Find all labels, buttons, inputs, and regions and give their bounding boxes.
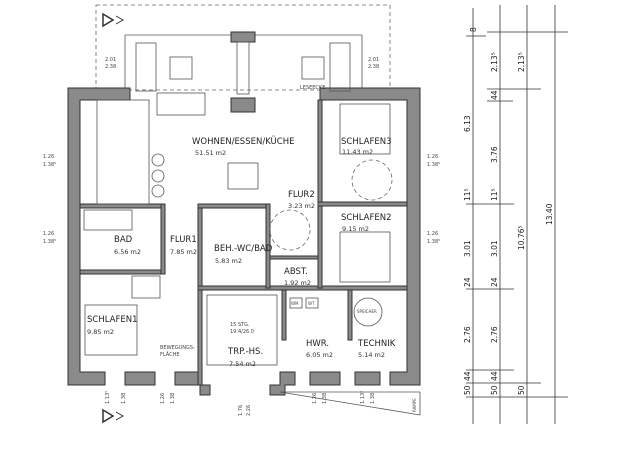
dim-label: 2.76 <box>490 326 499 343</box>
window-height: 1.38 <box>121 393 127 404</box>
interior-walls <box>79 99 408 386</box>
leseecke-label: LESEECKE <box>300 85 325 91</box>
dim-label: 24 <box>463 277 472 287</box>
window-width: 1.26 <box>427 231 438 237</box>
dim-label: 2.13⁵ <box>517 52 526 72</box>
room-area: 6.05 m2 <box>306 351 333 359</box>
room-name: SCHLAFEN2 <box>341 213 392 223</box>
bewegung-label: FLÄCHE <box>160 351 180 358</box>
window-height: 1.38⁵ <box>427 162 440 168</box>
window-width: 2.01 <box>368 57 379 63</box>
furniture <box>83 41 421 416</box>
window-height: 1.38⁵ <box>43 239 56 245</box>
window-height: 1.38 <box>370 393 376 404</box>
dim-label: 50 <box>490 385 499 395</box>
room-beh-wc: BEH.-WC/BAD 5.83 m2 <box>214 244 273 265</box>
chimney <box>230 31 256 43</box>
room-wohnen: WOHNEN/ESSEN/KÜCHE 51.51 m2 <box>192 136 294 157</box>
room-name: ABST. <box>284 267 308 277</box>
window-height: 2.38 <box>368 64 379 70</box>
room-area: 5.14 m2 <box>358 351 385 359</box>
room-trp: TRP.-HS. 7.54 m2 <box>227 347 263 368</box>
dryer <box>305 297 319 309</box>
window-height: 1.38⁵ <box>427 239 440 245</box>
dimension-chains: 8 6.13 11⁵ 3.01 24 2.76 44 50 2.13⁵ 44 3… <box>463 5 568 424</box>
room-name: SCHLAFEN3 <box>341 137 392 147</box>
dim-label: 44 <box>490 90 499 100</box>
room-name: BAD <box>114 235 133 245</box>
window-dims: 2.01 2.38 2.01 2.38 1.26 1.38⁵ 1.26 1.38… <box>43 57 440 416</box>
window-width: 1.13⁵ <box>105 391 111 404</box>
window-height: 2.38 <box>105 64 116 70</box>
window-width: 1.26 <box>43 154 54 160</box>
dim-label: 44 <box>490 371 499 381</box>
window-width: 1.26 <box>43 231 54 237</box>
section-marker-bottom-icon <box>102 408 125 424</box>
dim-label: 24 <box>490 277 499 287</box>
room-area: 51.51 m2 <box>195 149 226 157</box>
room-area: 7.54 m2 <box>229 360 256 368</box>
bewegung-label: BEWEGUNGS- <box>160 345 195 351</box>
room-name: TECHNIK <box>357 339 396 349</box>
dim-label: 3.01 <box>463 240 472 257</box>
room-area: 9.15 m2 <box>342 225 369 233</box>
room-area: 1.92 m2 <box>284 279 311 287</box>
dim-label: 6.13 <box>463 115 472 132</box>
room-area: 11.43 m2 <box>342 148 373 156</box>
dim-label: 3.76 <box>490 146 499 163</box>
window-width: 1.26 <box>160 393 166 404</box>
room-name: WOHNEN/ESSEN/KÜCHE <box>192 136 294 147</box>
dim-label: 13.40 <box>545 203 554 225</box>
rampe-label: RAMPE <box>412 398 417 412</box>
window-width: 2.01 <box>105 57 116 63</box>
room-bad: BAD 6.56 m2 <box>114 235 141 256</box>
window-height: 1.38 <box>322 393 328 404</box>
room-area: 6.56 m2 <box>114 248 141 256</box>
room-name: SCHLAFEN1 <box>87 315 138 325</box>
room-flur2: FLUR2 3.23 m2 <box>288 190 315 210</box>
room-schlafen3: SCHLAFEN3 11.43 m2 <box>341 137 392 156</box>
room-flur1: FLUR1 7.85 m2 <box>170 235 197 256</box>
room-name: BEH.-WC/BAD <box>214 244 273 254</box>
room-area: 5.83 m2 <box>215 257 242 265</box>
dim-label: 2.76 <box>463 326 472 343</box>
room-schlafen2: SCHLAFEN2 9.15 m2 <box>341 213 392 233</box>
stairs-label: 15 STG. <box>230 322 250 328</box>
door-height: 2.26 <box>246 405 252 416</box>
dim-label: 2.13⁵ <box>490 52 499 72</box>
speicher-label: SPEICHER <box>357 309 377 314</box>
room-area: 9.85 m2 <box>87 328 114 336</box>
door-width: 1.76 <box>238 405 244 416</box>
room-hwr: HWR. 6.05 m2 <box>306 339 333 359</box>
room-name: FLUR2 <box>288 190 315 200</box>
dim-label: 8 <box>469 27 478 32</box>
room-abst: ABST. 1.92 m2 <box>284 267 311 287</box>
dim-label: 11⁵ <box>463 188 472 201</box>
room-technik: TECHNIK 5.14 m2 <box>357 339 396 359</box>
dim-label: 50 <box>463 385 472 395</box>
window-height: 1.38 <box>170 393 176 404</box>
room-name: HWR. <box>306 339 329 349</box>
dim-label: 44 <box>463 371 472 381</box>
window-width: 1.26 <box>312 393 318 404</box>
terrace-outline <box>95 4 391 91</box>
room-name: TRP.-HS. <box>227 347 263 357</box>
window-width: 1.13⁵ <box>360 391 366 404</box>
stairs-ratio: 19.4/26.0 <box>230 329 254 335</box>
room-area: 7.85 m2 <box>170 248 197 256</box>
section-marker-top-icon <box>102 12 125 28</box>
exterior-walls <box>67 87 421 396</box>
room-schlafen1: SCHLAFEN1 9.85 m2 <box>87 315 138 336</box>
wt-label: WT <box>308 301 315 306</box>
window-width: 1.26 <box>427 154 438 160</box>
room-area: 3.23 m2 <box>288 202 315 210</box>
dim-label: 10.76⁵ <box>517 226 526 250</box>
dim-label: 50 <box>517 385 526 395</box>
window-height: 1.38⁵ <box>43 162 56 168</box>
dim-label: 3.01 <box>490 240 499 257</box>
room-name: FLUR1 <box>170 235 197 245</box>
wm-label: WM <box>291 301 299 306</box>
dim-label: 11⁵ <box>490 188 499 201</box>
washer <box>289 297 303 309</box>
